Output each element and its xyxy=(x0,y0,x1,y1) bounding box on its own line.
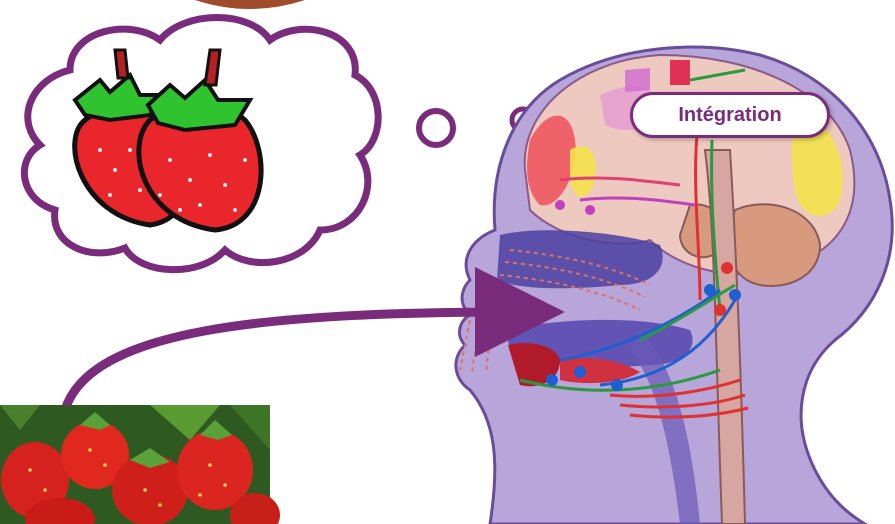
strawberry-photo xyxy=(0,405,280,524)
integration-label-text: Intégration xyxy=(678,104,781,127)
arrow-icon xyxy=(65,312,520,410)
integration-label: Intégration xyxy=(630,92,830,138)
top-shape xyxy=(195,0,305,9)
thought-bubble-large xyxy=(419,111,453,145)
